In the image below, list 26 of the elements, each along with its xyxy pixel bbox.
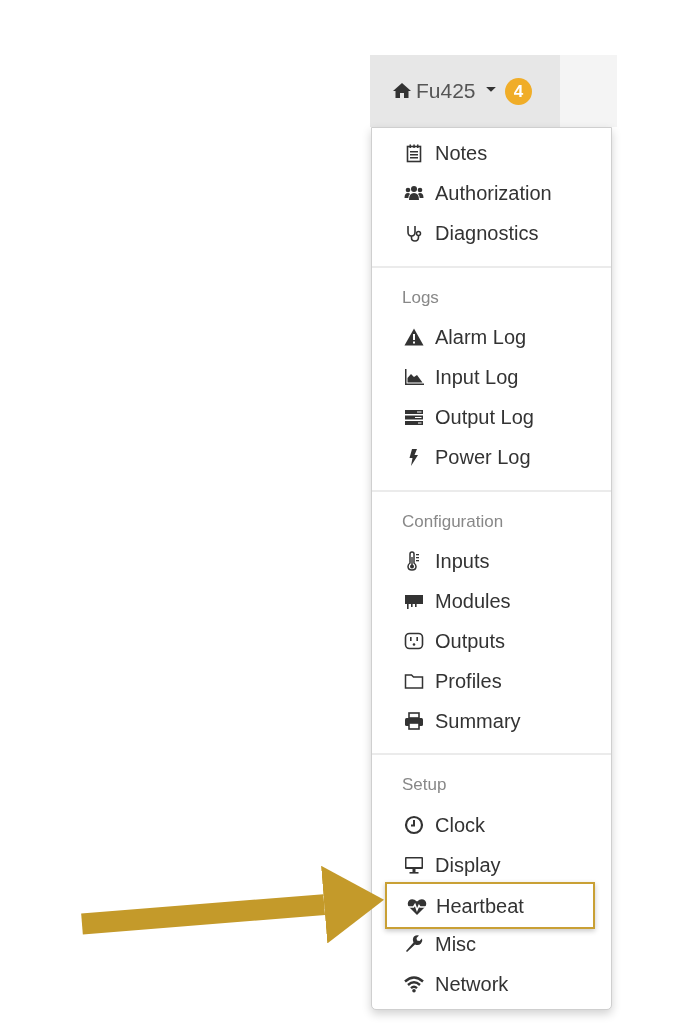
menu-item-label: Summary (435, 709, 521, 734)
menu-item-label: Misc (435, 932, 477, 957)
menu-item-label: Authorization (435, 181, 552, 206)
dropdown-toggle (370, 55, 560, 127)
section-heading: Logs (402, 287, 439, 309)
section-heading: Configuration (402, 511, 504, 533)
menu-item-label: Inputs (435, 549, 490, 574)
menu-title: Fu425 (416, 78, 476, 104)
dropdown-menu (371, 127, 612, 1010)
highlighted-menu-item (385, 882, 595, 929)
arrow (81, 865, 384, 944)
menu-item-label: Clock (435, 813, 485, 838)
menu-item-label: Power Log (435, 445, 531, 470)
menu-item-label: Alarm Log (435, 325, 527, 350)
menu-item-label: Notes (435, 141, 488, 166)
section-heading: Setup (402, 774, 447, 796)
menu-item-label: Output Log (435, 405, 534, 430)
menu-item-label: Modules (435, 589, 511, 614)
menu-item-label: Diagnostics (435, 221, 539, 246)
menu-item-label: Network (435, 972, 509, 997)
menu-item-label: Display (435, 853, 501, 878)
menu-item-label: Outputs (435, 629, 506, 654)
menu-item-label: Heartbeat (436, 894, 524, 919)
menu-item-label: Profiles (435, 669, 502, 694)
menu-item-label: Input Log (435, 365, 519, 390)
notification-badge: 4 (505, 78, 532, 105)
